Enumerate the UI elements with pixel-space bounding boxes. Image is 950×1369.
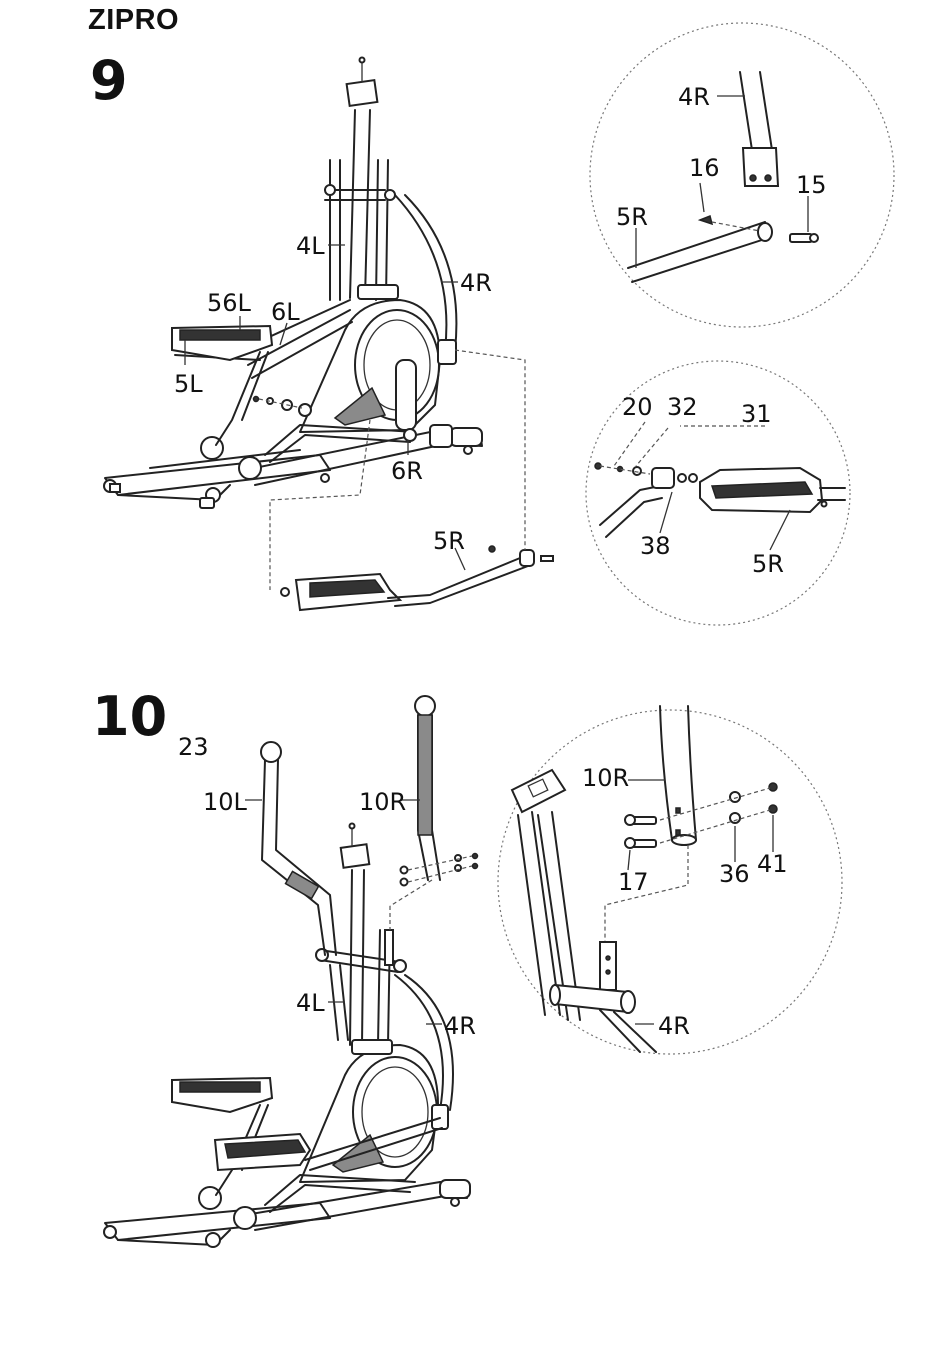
detail-label-20: 20 — [622, 395, 653, 419]
label-4r: 4R — [460, 271, 492, 295]
label-6l: 6L — [271, 300, 300, 324]
detail-label-31: 31 — [741, 402, 772, 426]
label-10r: 10R — [359, 790, 406, 814]
label-10l: 10L — [203, 790, 247, 814]
detail-label-10r: 10R — [582, 766, 629, 790]
detail-label-16: 16 — [689, 156, 720, 180]
step10-elliptical-machine — [104, 696, 478, 1247]
step9-elliptical-machine — [104, 58, 482, 509]
detail-label-41: 41 — [757, 852, 788, 876]
detail-label-17: 17 — [618, 870, 649, 894]
label-5l: 5L — [174, 372, 203, 396]
label-23: 23 — [178, 735, 209, 759]
label-6r: 6R — [391, 459, 423, 483]
label-4r-b: 4R — [444, 1014, 476, 1038]
detail-label-38: 38 — [640, 534, 671, 558]
detail-label-4r: 4R — [658, 1014, 690, 1038]
detail-label-15: 15 — [796, 173, 827, 197]
step9-detail-circle-top — [590, 23, 894, 327]
detail-label-32: 32 — [667, 395, 698, 419]
detail-label-4r: 4R — [678, 85, 710, 109]
detail-label-5r-b: 5R — [752, 552, 784, 576]
detail-label-5r: 5R — [616, 205, 648, 229]
label-5r: 5R — [433, 529, 465, 553]
label-56l: 56L — [207, 291, 251, 315]
label-4l-b: 4L — [296, 991, 325, 1015]
detail-label-36: 36 — [719, 862, 750, 886]
label-4l: 4L — [296, 234, 325, 258]
step10-detail-circle — [498, 706, 842, 1054]
